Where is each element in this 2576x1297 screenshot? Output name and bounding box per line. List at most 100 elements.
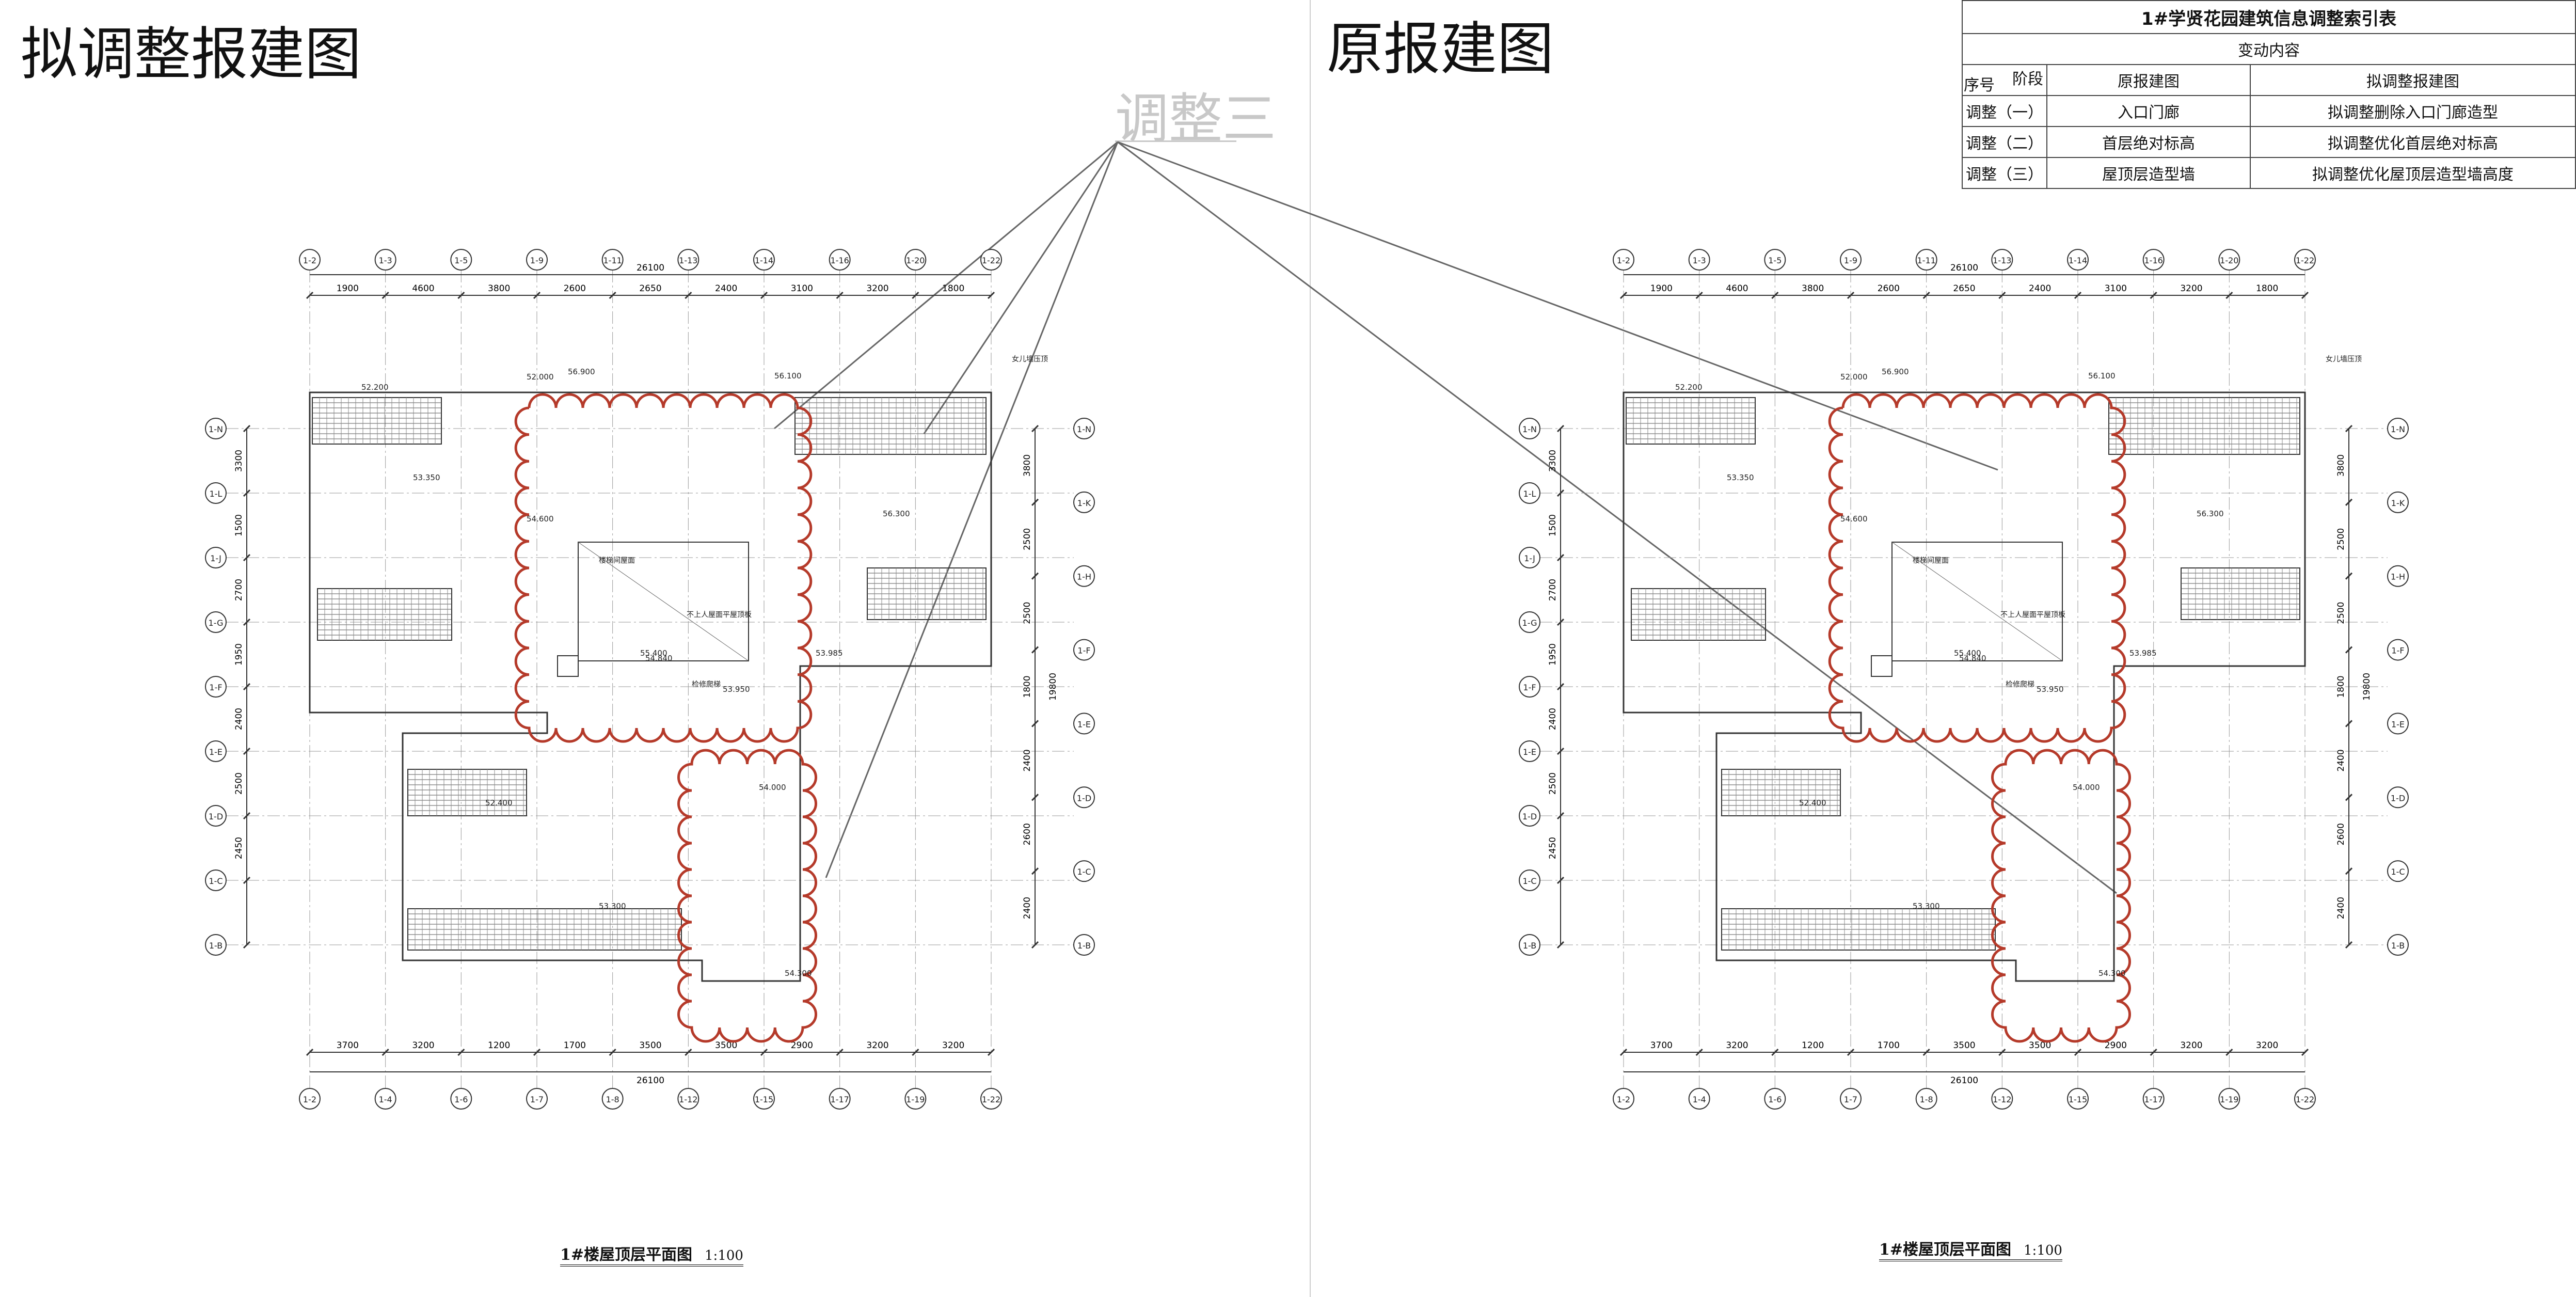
- dim-tick: [1556, 876, 1565, 884]
- dim-tick: [243, 747, 251, 755]
- axis-label: 1-2: [303, 256, 316, 265]
- dim-label: 3100: [791, 283, 813, 294]
- dim-tick: [1031, 646, 1039, 654]
- dim-label: 2450: [234, 837, 244, 859]
- axis-label: 1-19: [2220, 1095, 2238, 1104]
- roof-tile-hatch: [1721, 908, 1996, 951]
- axis-label: 1-4: [379, 1095, 392, 1104]
- axis-label: 1-H: [1077, 572, 1091, 582]
- plan-note: 不上人屋面平屋顶板: [687, 611, 752, 619]
- dim-label: 1200: [1802, 1040, 1824, 1051]
- axis-label: 1-2: [1617, 256, 1630, 265]
- axis-bubble: [1073, 491, 1095, 513]
- dim-label: 3700: [1650, 1040, 1673, 1051]
- roof-tile-hatch: [2108, 397, 2300, 455]
- dim-tick: [1031, 498, 1039, 506]
- elevation-label: 53.300: [599, 901, 626, 911]
- dim-tick: [306, 1048, 314, 1056]
- axis-label: 1-7: [530, 1095, 544, 1104]
- dim-tick: [243, 941, 251, 949]
- dim-tick: [381, 1048, 389, 1056]
- elevation-label: 53.950: [723, 685, 750, 694]
- axis-bubble: [2294, 249, 2316, 271]
- axis-bubble: [677, 249, 699, 271]
- axis-bubble: [1073, 713, 1095, 735]
- plan-caption-text: 1#楼屋顶层平面图: [1879, 1241, 2012, 1259]
- axis-label: 1-15: [2069, 1095, 2087, 1104]
- axis-label: 1-22: [982, 256, 1000, 265]
- axis-bubble: [1991, 249, 2013, 271]
- axis-bubble: [601, 1088, 624, 1110]
- axis-label: 1-12: [1993, 1095, 2011, 1104]
- dim-tick: [609, 291, 616, 299]
- roof-tile-hatch: [312, 397, 442, 445]
- dim-label: 3200: [1726, 1040, 1748, 1051]
- axis-bubble: [2387, 786, 2409, 809]
- dim-tick: [243, 683, 251, 691]
- dim-label: 3100: [2105, 283, 2127, 294]
- axis-bubble: [1519, 482, 1540, 504]
- elevation-label: 54.000: [759, 783, 786, 792]
- elevation-label: 53.350: [413, 473, 440, 482]
- dim-label: 3200: [2180, 1040, 2202, 1051]
- drain-box: [1871, 655, 1893, 677]
- dim-tick: [2345, 941, 2353, 949]
- dim-tick: [1771, 1048, 1779, 1056]
- axis-label: 1-K: [2391, 498, 2405, 508]
- axis-bubble: [1764, 1088, 1786, 1110]
- dim-label: 3200: [2256, 1040, 2278, 1051]
- dim-label: 3500: [2029, 1040, 2051, 1051]
- axis-bubble: [2218, 1088, 2240, 1110]
- axis-bubble: [980, 1088, 1002, 1110]
- dim-tick: [457, 1048, 465, 1056]
- dim-label: 2500: [2336, 602, 2346, 624]
- axis-label: 1-2: [1617, 1095, 1630, 1104]
- plan-scale: 1:100: [2024, 1243, 2062, 1258]
- axis-bubble: [1073, 418, 1095, 439]
- axis-bubble: [2294, 1088, 2316, 1110]
- axis-label: 1-8: [1920, 1095, 1933, 1104]
- dim-tick: [457, 291, 465, 299]
- axis-bubble: [1613, 249, 1634, 271]
- dim-tick: [243, 618, 251, 626]
- axis-label: 1-8: [606, 1095, 619, 1104]
- dim-label: 1500: [234, 514, 244, 536]
- dim-tick: [2345, 572, 2353, 580]
- dim-tick: [381, 291, 389, 299]
- axis-label: 1-E: [209, 747, 222, 757]
- dim-label: 3200: [412, 1040, 434, 1051]
- roof-tile-hatch: [1721, 769, 1841, 816]
- elevation-label: 54.600: [527, 514, 554, 524]
- table-row: 调整（二） 首层绝对标高 拟调整优化首层绝对标高: [1962, 126, 2576, 158]
- dim-tick: [2345, 867, 2353, 875]
- axis-bubble: [299, 249, 321, 271]
- elevation-label: 52.000: [1840, 372, 1868, 382]
- axis-bubble: [2387, 860, 2409, 882]
- axis-bubble: [601, 249, 624, 271]
- elevation-label: 56.900: [568, 367, 595, 376]
- dim-tick: [1031, 572, 1039, 580]
- dim-label: 2900: [2105, 1040, 2127, 1051]
- dim-tick: [912, 1048, 919, 1056]
- dim-label: 2600: [1878, 283, 1900, 294]
- dim-tick: [1556, 618, 1565, 626]
- dim-label: 3500: [715, 1040, 737, 1051]
- axis-label: 1-C: [209, 876, 222, 886]
- dim-tick: [2074, 1048, 2082, 1056]
- hatch-boundary: [407, 769, 527, 816]
- revision-cloud: [1991, 749, 2131, 1043]
- table-row: 调整（三） 屋顶层造型墙 拟调整优化屋顶层造型墙高度: [1962, 157, 2576, 189]
- dim-tick: [1031, 424, 1039, 433]
- dim-label: 3800: [1022, 454, 1032, 477]
- dim-label: 2500: [1022, 602, 1032, 624]
- stair-diagonal: [578, 542, 749, 661]
- axis-label: 1-20: [2220, 256, 2238, 265]
- dim-tick: [2345, 646, 2353, 654]
- leader-line: [774, 141, 1118, 430]
- dim-label: 2700: [234, 579, 244, 601]
- index-col-adjusted: 拟调整报建图: [2250, 64, 2576, 96]
- axis-label: 1-16: [2144, 256, 2163, 265]
- axis-bubble: [526, 1088, 548, 1110]
- axis-label: 1-G: [209, 618, 224, 628]
- elevation-label: 53.950: [2037, 685, 2064, 694]
